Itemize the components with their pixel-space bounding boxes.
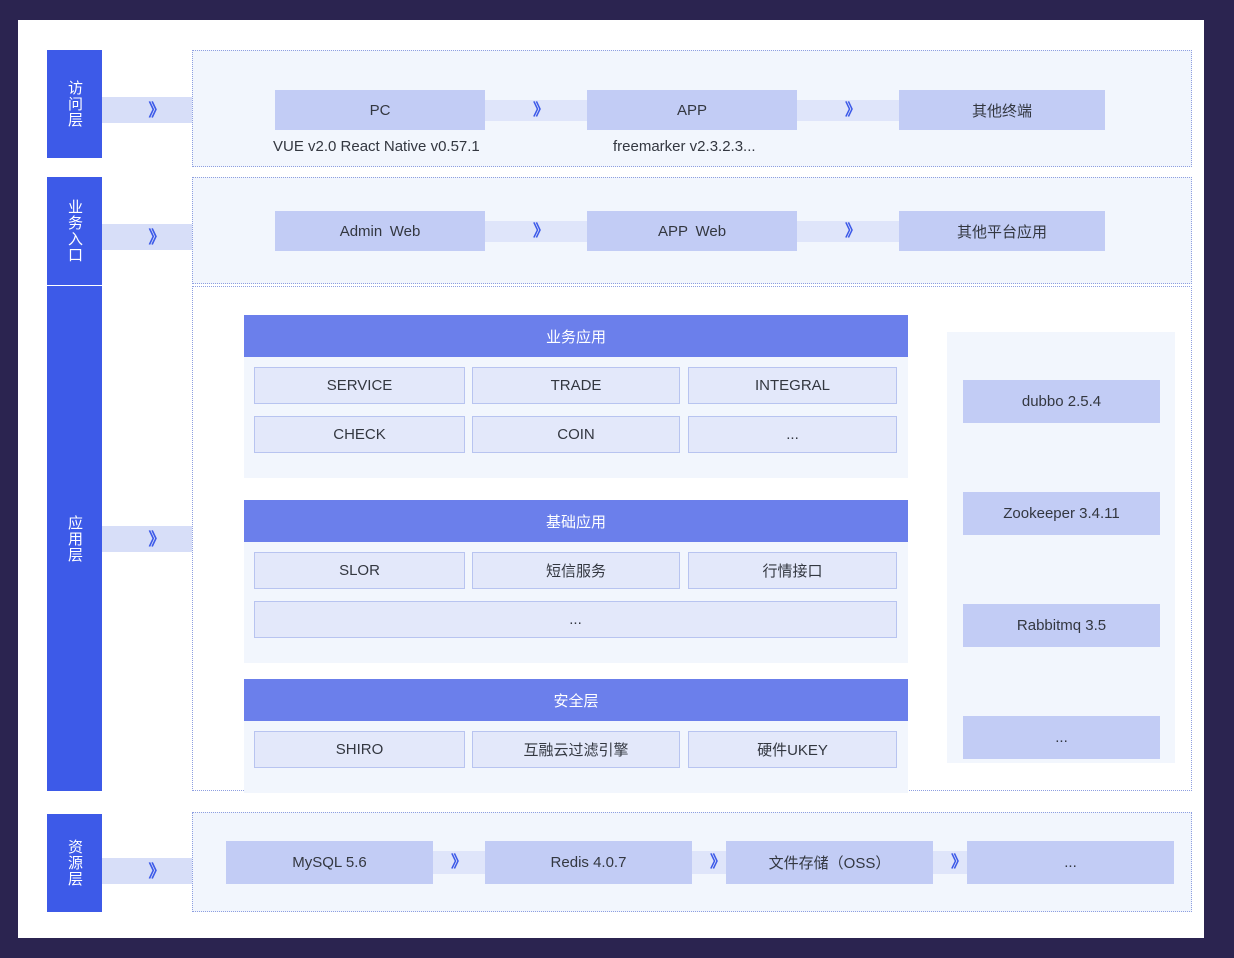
access-arrow-2: 》 xyxy=(797,100,909,121)
access-caption-app: freemarker v2.3.2.3... xyxy=(613,138,756,155)
business-chip-other-platform[interactable]: 其他平台应用 xyxy=(899,211,1105,251)
chevron-double-right-icon: 》 xyxy=(844,101,861,119)
resource-arrow-1: 》 xyxy=(433,851,485,874)
access-arrow-1: 》 xyxy=(485,100,597,121)
access-layer-panel: PC 》 APP 》 其他终端 VUE v2.0 React Native v0… xyxy=(192,50,1192,167)
app-cell-service[interactable]: SERVICE xyxy=(254,367,465,404)
layer-tag-business-entry[interactable]: 业务入口 xyxy=(47,177,102,285)
access-caption-web: VUE v2.0 React Native v0.57.1 xyxy=(273,138,480,155)
chevron-double-right-icon: 》 xyxy=(148,100,166,120)
security-cell-filter-engine[interactable]: 互融云过滤引擎 xyxy=(472,731,680,768)
resource-layer-panel: MySQL 5.6 》 Redis 4.0.7 》 文件存储（OSS） 》 ..… xyxy=(192,812,1192,912)
app-cell-trade[interactable]: TRADE xyxy=(472,367,680,404)
resource-chip-file-storage[interactable]: 文件存储（OSS） xyxy=(726,841,933,884)
middleware-box-zookeeper[interactable]: Zookeeper 3.4.11 xyxy=(963,492,1160,535)
application-layer-panel: 业务应用 SERVICE TRADE INTEGRAL CHECK COIN .… xyxy=(192,286,1192,793)
resource-chip-redis[interactable]: Redis 4.0.7 xyxy=(485,841,692,884)
business-chip-app-web[interactable]: APP Web xyxy=(587,211,797,251)
business-chip-admin-web[interactable]: Admin Web xyxy=(275,211,485,251)
chevron-double-right-icon: 》 xyxy=(844,222,861,240)
middleware-box-dubbo[interactable]: dubbo 2.5.4 xyxy=(963,380,1160,423)
basic-application-group-title: 基础应用 xyxy=(244,500,908,542)
resource-chip-mysql[interactable]: MySQL 5.6 xyxy=(226,841,433,884)
chevron-double-right-icon: 》 xyxy=(709,853,726,871)
business-arrow-1: 》 xyxy=(485,221,597,242)
security-cell-hardware-ukey[interactable]: 硬件UKEY xyxy=(688,731,897,768)
basic-cell-sms-service[interactable]: 短信服务 xyxy=(472,552,680,589)
app-cell-integral[interactable]: INTEGRAL xyxy=(688,367,897,404)
layer-tag-resource[interactable]: 资源层 xyxy=(47,814,102,912)
resource-chip-more[interactable]: ... xyxy=(967,841,1174,884)
basic-application-group: 基础应用 SLOR 短信服务 行情接口 ... xyxy=(244,500,908,663)
chevron-double-right-icon: 》 xyxy=(450,853,467,871)
access-chip-pc[interactable]: PC xyxy=(275,90,485,130)
middleware-box-more[interactable]: ... xyxy=(963,716,1160,759)
layer-tag-access[interactable]: 访问层 xyxy=(47,50,102,158)
app-cell-coin[interactable]: COIN xyxy=(472,416,680,453)
business-application-group: 业务应用 SERVICE TRADE INTEGRAL CHECK COIN .… xyxy=(244,315,908,478)
security-group: 安全层 SHIRO 互融云过滤引擎 硬件UKEY xyxy=(244,679,908,793)
diagram-canvas: 访问层 》 PC 》 APP 》 其他终端 VUE v2.0 React Nat… xyxy=(18,20,1204,938)
chevron-double-right-icon: 》 xyxy=(950,853,967,871)
chevron-double-right-icon: 》 xyxy=(148,227,166,247)
app-cell-check[interactable]: CHECK xyxy=(254,416,465,453)
basic-cell-slor[interactable]: SLOR xyxy=(254,552,465,589)
security-group-title: 安全层 xyxy=(244,679,908,721)
chevron-double-right-icon: 》 xyxy=(148,861,166,881)
middleware-box-rabbitmq[interactable]: Rabbitmq 3.5 xyxy=(963,604,1160,647)
business-application-group-title: 业务应用 xyxy=(244,315,908,357)
app-cell-more[interactable]: ... xyxy=(688,416,897,453)
chevron-double-right-icon: 》 xyxy=(148,529,166,549)
chevron-double-right-icon: 》 xyxy=(532,101,549,119)
middleware-panel: dubbo 2.5.4 Zookeeper 3.4.11 Rabbitmq 3.… xyxy=(947,332,1175,763)
security-cell-shiro[interactable]: SHIRO xyxy=(254,731,465,768)
basic-cell-quote-api[interactable]: 行情接口 xyxy=(688,552,897,589)
chevron-double-right-icon: 》 xyxy=(532,222,549,240)
layer-tag-application[interactable]: 应用层 xyxy=(47,286,102,791)
access-chip-other-terminal[interactable]: 其他终端 xyxy=(899,90,1105,130)
business-entry-panel: Admin Web 》 APP Web 》 其他平台应用 xyxy=(192,177,1192,284)
business-arrow-2: 》 xyxy=(797,221,909,242)
basic-cell-more[interactable]: ... xyxy=(254,601,897,638)
access-chip-app[interactable]: APP xyxy=(587,90,797,130)
